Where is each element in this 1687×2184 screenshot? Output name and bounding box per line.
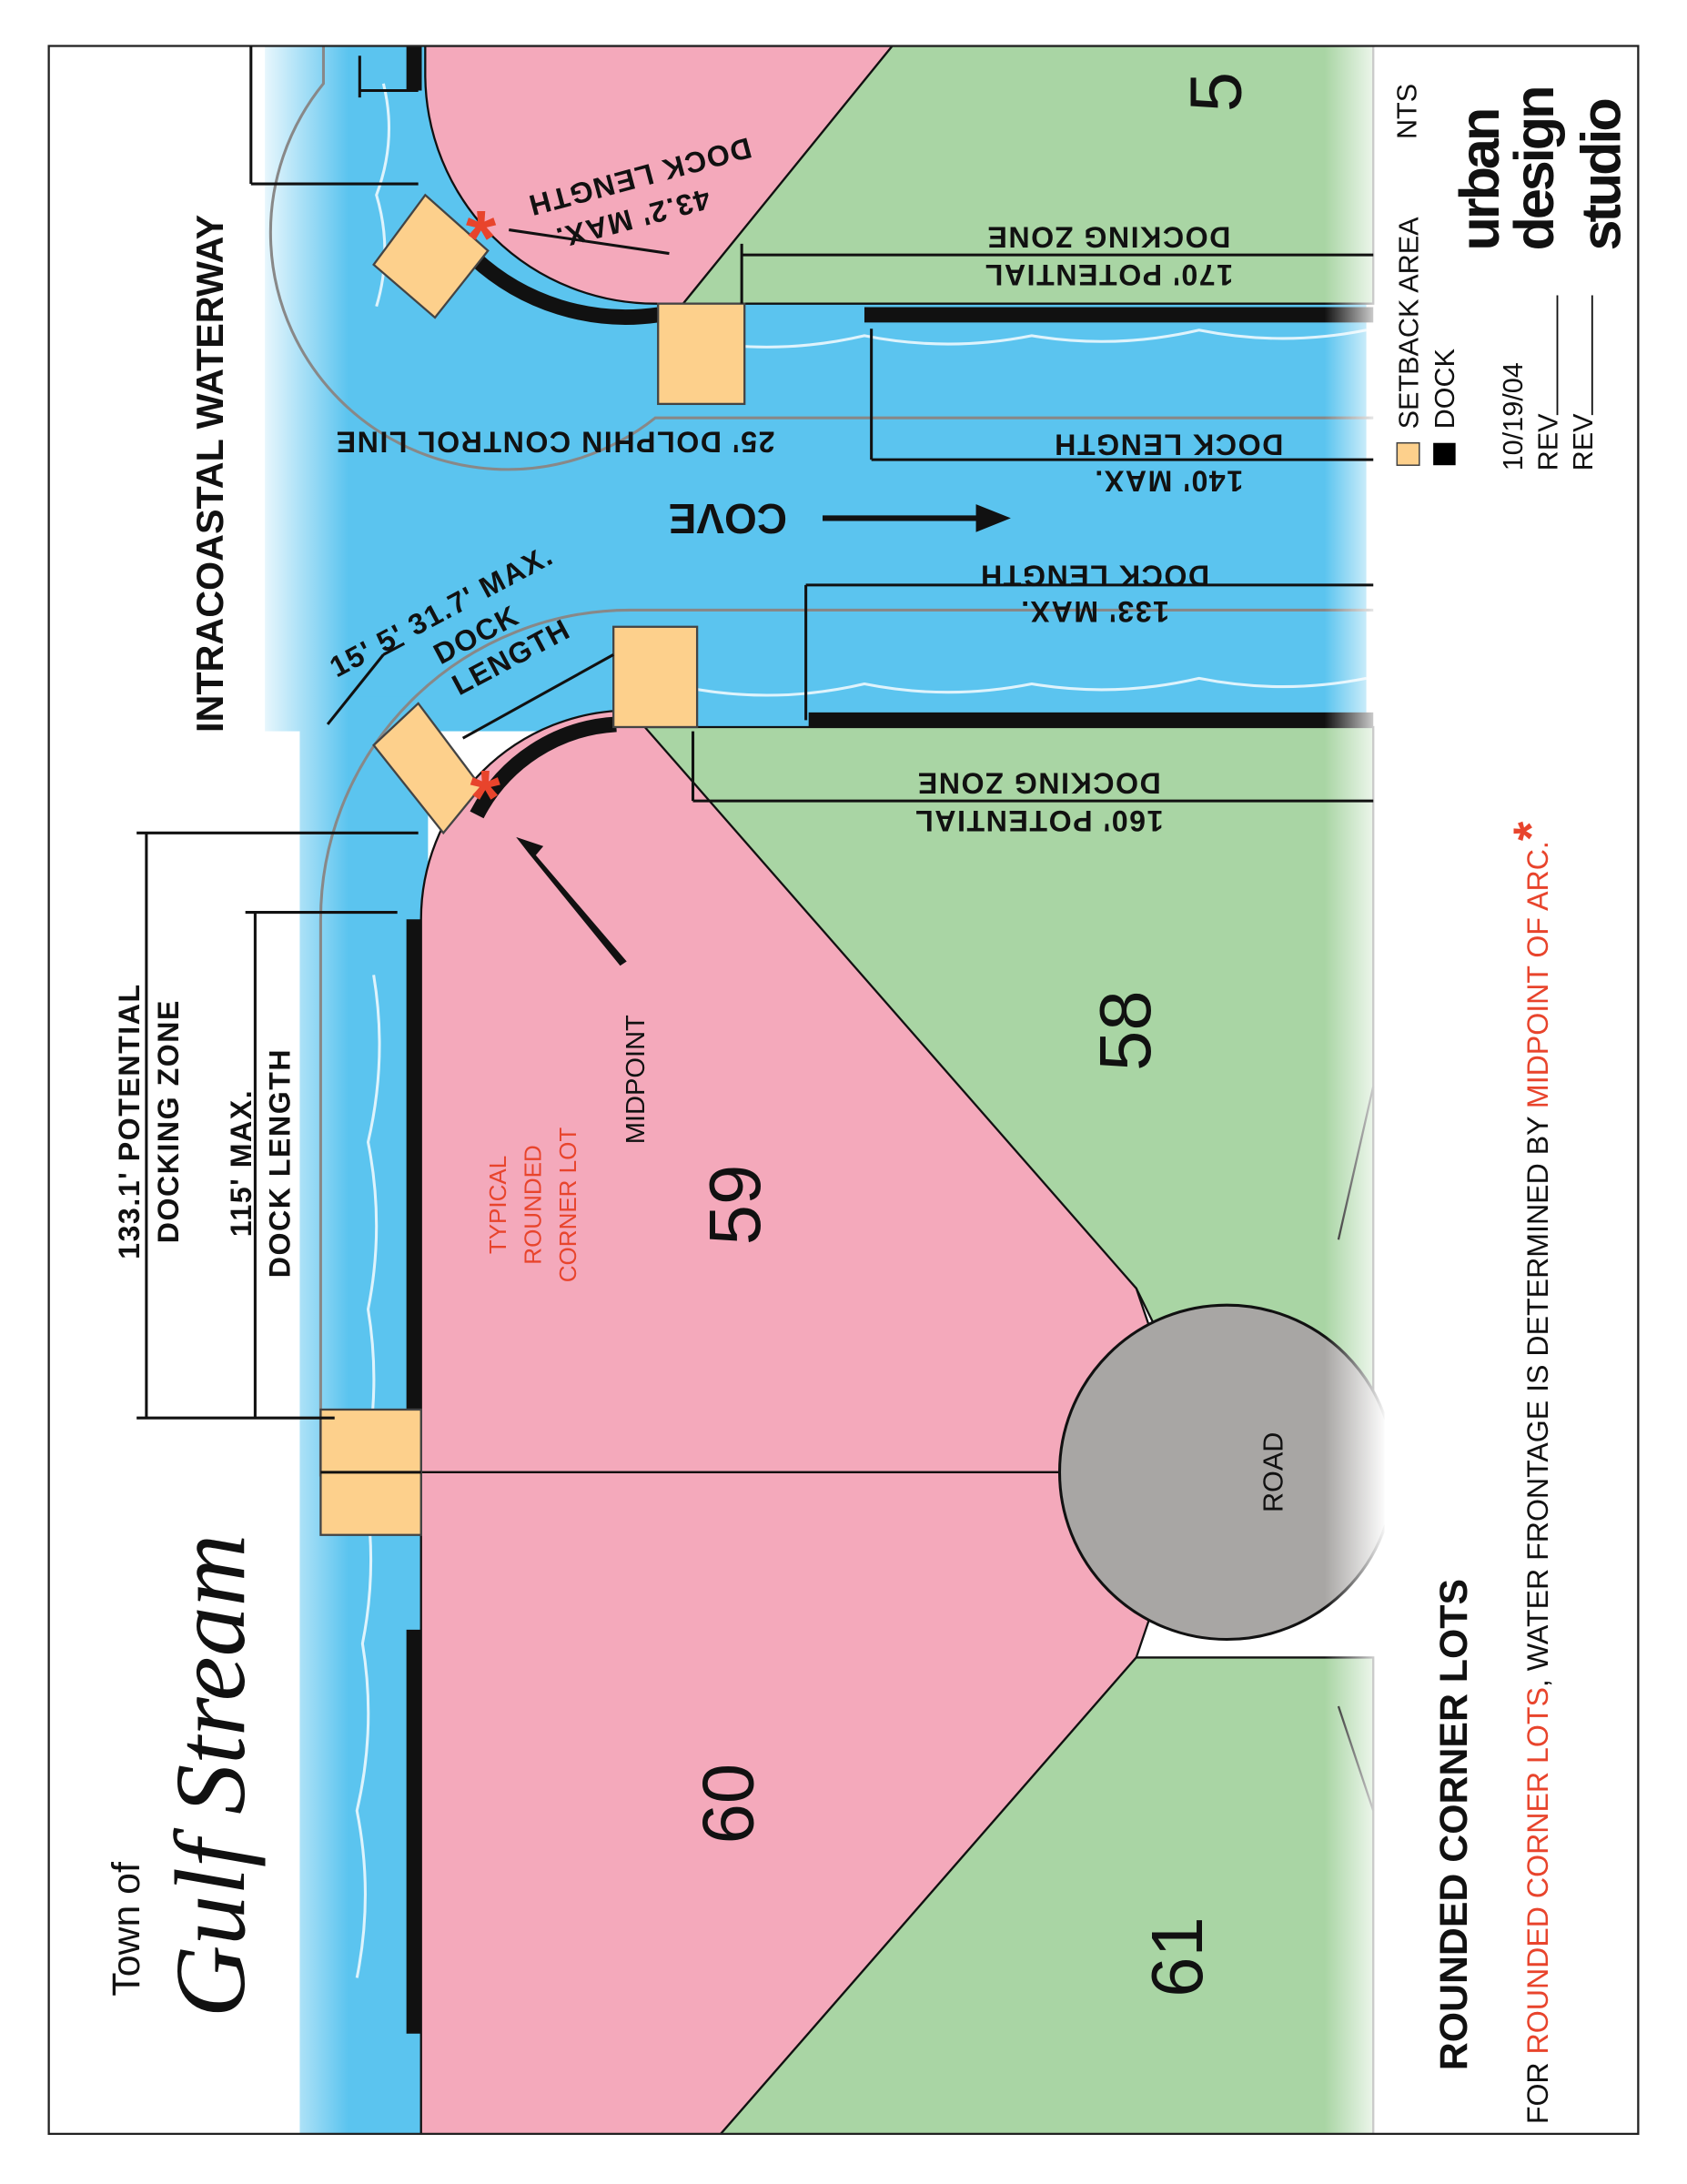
- dolphin-control-line: [268, 46, 1374, 1477]
- dim-115: 115' MAX.: [225, 1089, 258, 1237]
- cove-label: COVE: [669, 495, 787, 542]
- rev-label: REV: [1568, 413, 1599, 470]
- town-of-label: Town of: [105, 1862, 148, 1997]
- dimension-lines: [136, 46, 1374, 1420]
- studio-logo: urban: [1449, 110, 1510, 251]
- note-prefix: FOR: [1521, 2054, 1554, 2124]
- setback-area: [372, 702, 483, 835]
- midpoint-star-icon: *: [470, 754, 501, 842]
- studio-logo: design: [1503, 88, 1565, 251]
- dim-160: 160' POTENTIAL: [914, 804, 1164, 837]
- note-middle: , WATER FRONTAGE IS DETERMINED BY: [1521, 1108, 1554, 1687]
- note-star-icon: *: [1502, 821, 1559, 841]
- dim-170: 170' POTENTIAL: [984, 258, 1233, 291]
- town-name-logo: Gulf Stream: [155, 1534, 266, 2018]
- title-panel-bg: [1384, 46, 1639, 2134]
- setback-area: [372, 193, 490, 319]
- date-label: 10/19/04: [1498, 362, 1529, 470]
- legend-label-setback: SETBACK AREA: [1393, 217, 1424, 430]
- dim-140: 140' MAX.: [1094, 464, 1243, 497]
- dim-115: DOCK LENGTH: [264, 1048, 297, 1278]
- setback-area: [612, 625, 699, 729]
- legend-swatch-setback: [1396, 441, 1420, 466]
- lot-number-59: 59: [694, 1165, 775, 1246]
- midpoint-arrow: [516, 836, 627, 966]
- rev-label: REV: [1532, 413, 1563, 470]
- midpoint-label: MIDPOINT: [621, 1015, 651, 1144]
- dim-160: DOCKING ZONE: [916, 766, 1161, 799]
- legend-label-dock: DOCK: [1429, 348, 1460, 429]
- cove-arrow: [823, 504, 1011, 532]
- nts-label: NTS: [1392, 84, 1423, 139]
- setback-area: [657, 302, 746, 406]
- sheet-note: FOR ROUNDED CORNER LOTS, WATER FRONTAGE …: [1502, 821, 1559, 2124]
- sheet-title: ROUNDED CORNER LOTS: [1432, 1579, 1476, 2070]
- dock: [406, 46, 1374, 2034]
- lot-number-61: 61: [1136, 1916, 1217, 1997]
- lot-number-58: 58: [1085, 990, 1166, 1071]
- typical-lot-label: ROUNDED: [519, 1145, 546, 1264]
- edge-fade: [1324, 46, 1388, 2134]
- lot-61: [719, 1656, 1375, 2134]
- midpoint-star-icon: *: [466, 195, 497, 282]
- dim-133: 133' MAX.: [1020, 595, 1169, 628]
- sheet-border: [47, 45, 1640, 2136]
- note-highlight: MIDPOINT OF ARC.: [1521, 841, 1554, 1108]
- lot-59: [419, 709, 1201, 1474]
- dim-133: DOCK LENGTH: [979, 559, 1209, 592]
- lot-number-60: 60: [687, 1764, 768, 1845]
- legend-swatch-dock: [1433, 442, 1456, 466]
- dim-133-1: 133.1' POTENTIAL: [113, 983, 146, 1259]
- road-label: ROAD: [1258, 1432, 1289, 1512]
- typical-lot-label: TYPICAL: [484, 1156, 511, 1254]
- lot-top-pink: [424, 46, 894, 305]
- dim-133-1: DOCKING ZONE: [152, 999, 185, 1243]
- lot-number-5: 5: [1176, 72, 1257, 112]
- dolphin-control-line-label: 25' DOLPHIN CONTROL LINE: [335, 425, 774, 458]
- note-highlight: ROUNDED CORNER LOTS: [1521, 1687, 1554, 2054]
- dim-140: DOCK LENGTH: [1054, 429, 1284, 461]
- typical-lot-label: CORNER LOT: [554, 1127, 581, 1283]
- waterway-label: INTRACOASTAL WATERWAY: [189, 215, 231, 733]
- studio-logo: studio: [1570, 99, 1631, 251]
- dim-170: DOCKING ZONE: [986, 220, 1231, 253]
